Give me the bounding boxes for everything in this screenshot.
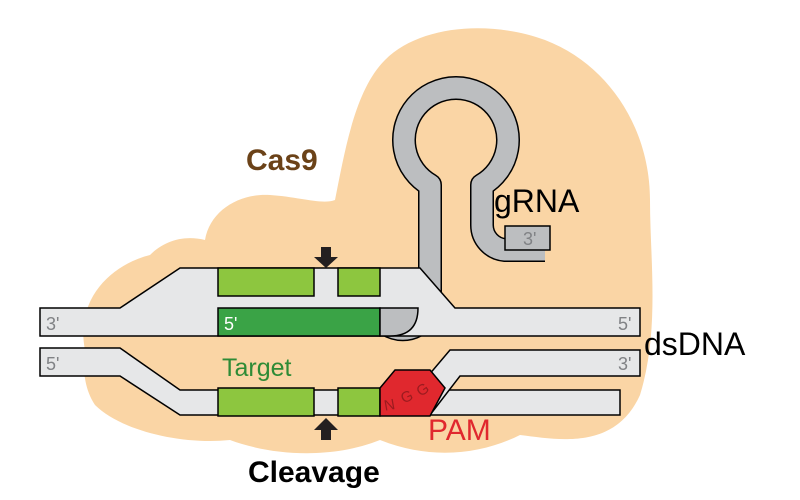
arrow-down-icon [314,247,338,268]
bottom-strand-right-end: 3' [618,354,631,374]
grna-label: gRNA [494,183,580,219]
cleavage-label: Cleavage [248,456,380,489]
target-top-right [337,267,381,297]
grna-target-region [217,307,381,337]
pam-seq-n: N [383,396,397,415]
grna-3prime-end: 3' [523,229,536,249]
pam-region [379,369,446,417]
target-bottom-left [217,387,315,417]
pam-label: PAM [428,414,491,447]
top-strand-left-end: 3' [46,314,59,334]
arrow-up-icon [314,418,338,440]
target-bottom-right [337,387,381,417]
top-strand-right-end: 5' [618,314,631,334]
dsdna-label: dsDNA [644,326,746,362]
target-label: Target [222,354,292,382]
dna-bottom-strand [39,347,621,416]
target-top-left [217,267,315,297]
cas9-label: Cas9 [246,144,318,177]
grna-5prime-end: 5' [224,314,237,334]
grna-bridge [379,307,419,337]
bottom-strand-left-end: 5' [46,354,59,374]
grna-end-cap [504,225,551,251]
